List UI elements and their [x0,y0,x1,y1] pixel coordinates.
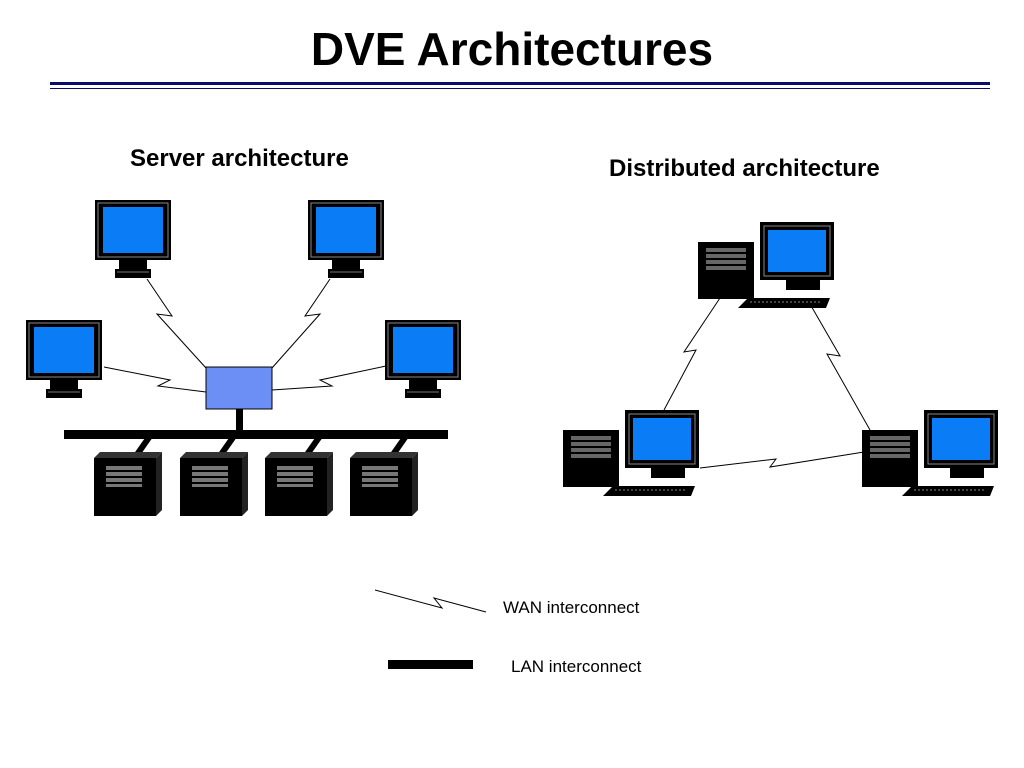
server-icon [94,452,162,516]
title-rule [50,82,990,85]
wan-link [271,278,331,369]
monitor-icon [94,199,172,279]
legend [374,589,487,669]
lan-legend-icon [388,660,473,669]
title-rule-thin [50,88,990,89]
server-icon [180,452,248,516]
wan-link [809,303,871,431]
wan-link [271,365,387,391]
wan-legend-icon [374,589,487,613]
monitor-icon [25,319,103,399]
wan-link [699,451,865,469]
workstation-icon [697,221,835,309]
server-icon [265,452,333,516]
server-icon [350,452,418,516]
server-architecture [25,199,462,516]
monitor-icon [384,319,462,399]
hub [205,366,273,410]
page-title: DVE Architectures [310,23,714,75]
workstation-icon [861,409,999,497]
wan-link [663,297,721,411]
distributed-architecture-heading: Distributed architecture [609,155,880,182]
distributed-architecture [562,221,999,497]
server-architecture-heading: Server architecture [130,145,349,172]
monitor-icon [307,199,385,279]
workstation-icon [562,409,700,497]
lan-legend-label: LAN interconnect [511,657,642,676]
lan-bus [64,430,448,439]
wan-link [103,366,207,393]
wan-legend-label: WAN interconnect [503,598,640,617]
wan-link [146,278,207,369]
